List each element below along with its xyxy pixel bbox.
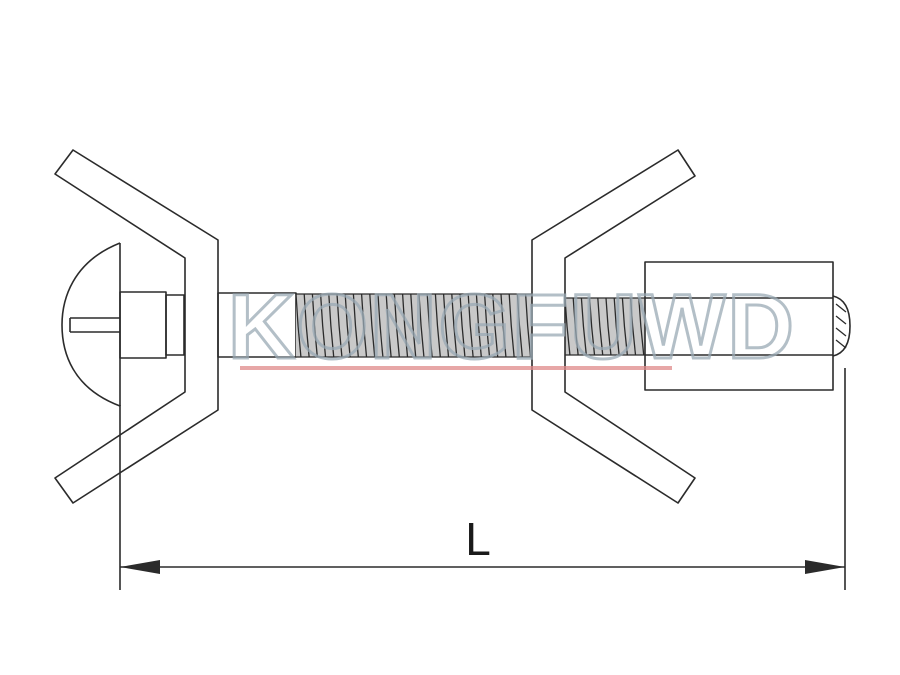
thread-line (629, 297, 637, 356)
bolt-tip (832, 295, 851, 357)
thread-line (638, 297, 645, 356)
watermark: KONGFUWD (227, 275, 796, 380)
arrow-left-icon (120, 560, 160, 574)
thread-line (621, 297, 628, 356)
thread-line (303, 293, 310, 358)
thread-line (352, 293, 359, 358)
screw-head (61, 242, 185, 407)
thread-line (295, 293, 302, 358)
thread-line (500, 293, 507, 358)
thread-line (410, 293, 417, 358)
thread-line (572, 297, 579, 356)
thread-line (516, 293, 523, 358)
thread-line (580, 297, 587, 356)
thread-line (377, 293, 384, 358)
thread-line (344, 293, 351, 358)
thread-line (434, 293, 441, 358)
thread-line (588, 297, 596, 356)
thread-line (597, 297, 604, 356)
thread-line (483, 293, 491, 358)
thread-fill (296, 294, 532, 357)
thread-line (442, 293, 450, 358)
thread-line (605, 297, 612, 356)
thread-line (328, 293, 335, 358)
thread-line (492, 293, 499, 358)
thread-line (613, 297, 620, 356)
thread-line (467, 293, 474, 358)
thread-line (475, 293, 482, 358)
thread-line (360, 293, 368, 358)
thread-line (524, 293, 532, 358)
thread-line (311, 293, 318, 358)
bolt-thread (295, 293, 645, 358)
nut (644, 261, 834, 391)
thread-line (451, 293, 458, 358)
thread-line (459, 293, 466, 358)
dimension-line: L (119, 368, 846, 590)
thread-line (401, 293, 409, 358)
thread-line (508, 293, 515, 358)
thread-line (336, 293, 343, 358)
watermark-text: KONGFUWD (228, 276, 796, 378)
thread-line (418, 293, 425, 358)
arrow-right-icon (805, 560, 845, 574)
thread-line (319, 293, 327, 358)
thread-line (393, 293, 400, 358)
left-wing (54, 149, 219, 504)
right-wing (531, 149, 696, 504)
thread-line (426, 293, 433, 358)
dimension-label: L (465, 513, 491, 565)
thread-line (369, 293, 376, 358)
thread-line (385, 293, 392, 358)
